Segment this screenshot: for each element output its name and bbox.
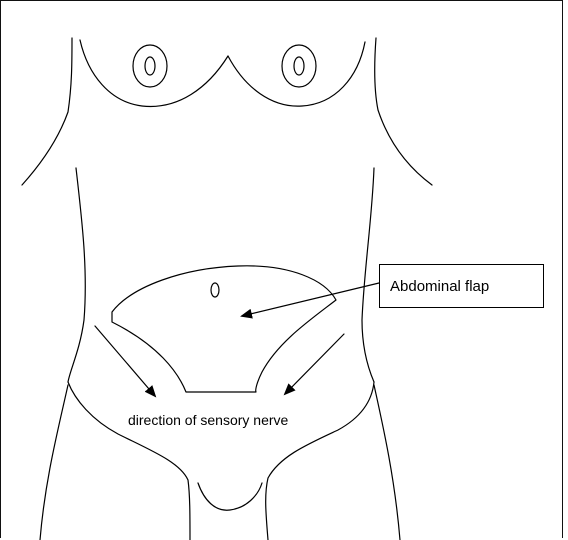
groin-lower-line: [198, 483, 262, 510]
left-waist-line: [68, 168, 85, 382]
left-areola: [133, 45, 167, 87]
left-nerve-arrow: [95, 326, 155, 396]
right-hip-line: [266, 382, 374, 540]
right-nipple: [294, 57, 304, 75]
left-outer-leg-line: [40, 385, 68, 540]
left-nipple: [145, 57, 155, 75]
umbilicus: [211, 283, 219, 297]
left-hip-line: [68, 382, 190, 540]
right-nerve-arrow: [285, 334, 344, 394]
left-shoulder-line: [22, 38, 72, 185]
abdominal-flap-label: Abdominal flap: [379, 264, 544, 308]
left-breast-line: [80, 40, 228, 106]
abdominal-flap-outline: [112, 266, 336, 392]
right-shoulder-line: [375, 38, 432, 185]
right-areola: [282, 45, 316, 87]
right-outer-leg-line: [374, 385, 400, 540]
sensory-nerve-label: direction of sensory nerve: [128, 412, 288, 428]
flap-pointer-arrow: [242, 283, 379, 316]
right-waist-line: [362, 168, 374, 382]
